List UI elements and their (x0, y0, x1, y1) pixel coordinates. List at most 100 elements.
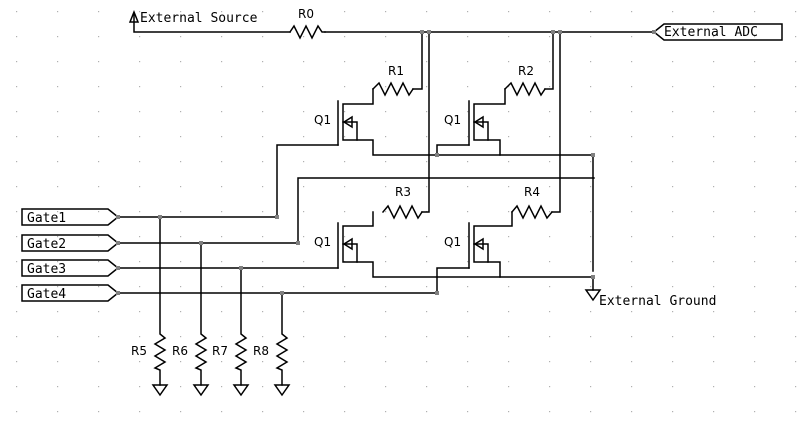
grid-dot (385, 311, 387, 313)
mosfet-top-right (436, 88, 506, 156)
grid-dot (262, 111, 264, 113)
resistor-r8 (273, 292, 291, 397)
grid-dot (672, 111, 674, 113)
grid-dot (590, 211, 592, 213)
grid-dot (385, 136, 387, 138)
grid-dot (98, 211, 100, 213)
grid-dot (262, 161, 264, 163)
grid-dot (16, 111, 18, 113)
grid-dot (344, 236, 346, 238)
grid-dot (672, 161, 674, 163)
grid-dot (385, 336, 387, 338)
grid-dot (303, 311, 305, 313)
grid-dot (795, 211, 797, 213)
r2-label: R2 (518, 64, 534, 78)
grid-dot (631, 411, 633, 413)
grid-dot (631, 36, 633, 38)
grid-dot (508, 311, 510, 313)
grid-dot (180, 361, 182, 363)
grid-dot (303, 411, 305, 413)
r1-label: R1 (388, 64, 404, 78)
grid-dot (549, 86, 551, 88)
grid-dot (385, 411, 387, 413)
junction-dot (591, 275, 595, 279)
grid-dot (139, 336, 141, 338)
grid-dot (344, 86, 346, 88)
grid-dot (795, 336, 797, 338)
junction-dot (275, 215, 279, 219)
grid-dot (754, 286, 756, 288)
grid-dot (672, 311, 674, 313)
grid-dot (16, 61, 18, 63)
grid-dot (385, 61, 387, 63)
grid-dot (98, 336, 100, 338)
grid-dot (344, 36, 346, 38)
grid-dot (98, 86, 100, 88)
grid-dot (303, 261, 305, 263)
grid-dot (98, 61, 100, 63)
grid-dot (795, 261, 797, 263)
junction-dot (427, 30, 431, 34)
grid-dot (139, 361, 141, 363)
grid-dot (426, 186, 428, 188)
mosfet-top-left (276, 88, 594, 272)
grid-dot (549, 211, 551, 213)
grid-dot (549, 411, 551, 413)
grid-dot (344, 361, 346, 363)
grid-dot (139, 411, 141, 413)
grid-dot (303, 186, 305, 188)
grid-dot (16, 86, 18, 88)
grid-dot (303, 286, 305, 288)
junction-dot (591, 153, 595, 157)
grid-dot (180, 161, 182, 163)
grid-dot (713, 36, 715, 38)
grid-dot (139, 311, 141, 313)
grid-dot (221, 136, 223, 138)
grid-dot (713, 211, 715, 213)
grid-dot (221, 111, 223, 113)
grid-dot (672, 36, 674, 38)
r3-label: R3 (395, 185, 411, 199)
grid-dot (590, 86, 592, 88)
grid-dot (303, 361, 305, 363)
grid-dot (590, 286, 592, 288)
grid-dot (303, 36, 305, 38)
grid-dot (385, 361, 387, 363)
grid-dot (57, 136, 59, 138)
grid-dot (16, 161, 18, 163)
drain-feed-r3 (421, 31, 430, 213)
grid-dot (385, 386, 387, 388)
grid-dot (508, 261, 510, 263)
grid-dot (262, 311, 264, 313)
grid-dot (385, 111, 387, 113)
grid-dot (508, 236, 510, 238)
grid-dot (57, 111, 59, 113)
grid-dot (508, 361, 510, 363)
junction-dot (116, 291, 120, 295)
grid-dot (754, 261, 756, 263)
grid-dot (549, 386, 551, 388)
grid-dot (98, 111, 100, 113)
grid-dot (344, 411, 346, 413)
junction-dot (158, 215, 162, 219)
grid-dot (795, 311, 797, 313)
grid-dot (57, 36, 59, 38)
resistor-r6 (192, 242, 210, 397)
junction-dot (116, 241, 120, 245)
grid-dot (549, 186, 551, 188)
grid-dot (631, 286, 633, 288)
grid-dot (57, 286, 59, 288)
grid-dot (549, 361, 551, 363)
q-bottom-right-label: Q1 (444, 235, 461, 249)
grid-dot (467, 336, 469, 338)
grid-dot (426, 261, 428, 263)
grid-dot (426, 111, 428, 113)
grid-dot (631, 386, 633, 388)
grid-dot (508, 61, 510, 63)
grid-dot (754, 161, 756, 163)
grid-dot (139, 236, 141, 238)
grid-dot (262, 36, 264, 38)
grid-dot (303, 161, 305, 163)
grid-dot (262, 86, 264, 88)
grid-dot (98, 36, 100, 38)
